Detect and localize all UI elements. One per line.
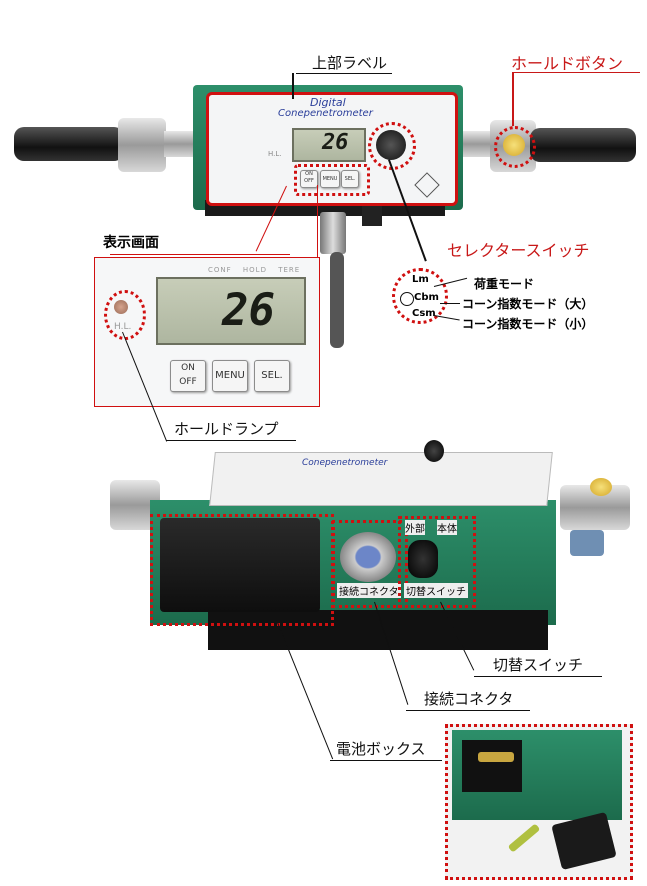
display-title: 表示画面: [103, 235, 159, 251]
selector-diagram-highlight: [392, 268, 448, 324]
inset-battery: [478, 752, 514, 762]
top-lcd: [292, 128, 366, 162]
callout-hold-button-arrow: [512, 72, 514, 126]
display-zoom-line-c: [317, 185, 318, 260]
mode-desc-cbm: コーン指数モード（大）: [462, 297, 594, 311]
tab-tere: TERE: [278, 266, 301, 274]
cable-plug: [362, 206, 382, 226]
callout-top-label: 上部ラベル: [312, 54, 388, 72]
zoom-menu-button[interactable]: MENU: [212, 360, 248, 392]
switch-label: 切替スイッチ: [404, 583, 468, 598]
lower-top-knob[interactable]: [424, 440, 444, 462]
top-sel-button[interactable]: SEL.: [341, 170, 359, 188]
callout-connector: 接続コネクタ: [424, 690, 514, 708]
callout-switch: 切替スイッチ: [493, 656, 584, 674]
switch-knob[interactable]: [408, 540, 438, 578]
cable-connector: [320, 212, 346, 254]
callout-hold-lamp: ホールドランプ: [174, 420, 279, 438]
brand-line2: Conepenetrometer: [278, 108, 373, 119]
top-lcd-value: 26: [322, 130, 349, 155]
mode-code-lm: Lm: [412, 274, 429, 285]
tab-conf: CONF: [208, 266, 232, 274]
hold-button-highlight: [494, 126, 536, 168]
display-zoom-line-a: [110, 254, 290, 255]
mode-code-csm: Csm: [412, 308, 436, 319]
callout-switch-line: [474, 676, 602, 677]
zoom-sel-button[interactable]: SEL.: [254, 360, 290, 392]
buttons-highlight: [294, 164, 370, 196]
selector-highlight: [368, 122, 416, 170]
inset-compartment: [462, 740, 522, 792]
display-tabs: CONF HOLD TERE: [208, 266, 300, 274]
switch-right-text: 本体: [437, 520, 457, 535]
left-shaft: [164, 131, 196, 157]
connector-highlight: [332, 520, 408, 608]
connector-label: 接続コネクタ: [337, 583, 401, 598]
right-handle: [530, 128, 636, 162]
left-coupling: [118, 118, 166, 172]
selector-circle: [400, 292, 414, 306]
zoom-lcd: [156, 277, 306, 345]
tab-hold: HOLD: [242, 266, 267, 274]
zoom-lcd-value: 26: [222, 285, 275, 336]
callout-selector: セレクタースイッチ: [447, 241, 590, 260]
mode-desc-lm: 荷重モード: [474, 277, 535, 291]
switch-left-text: 外部: [405, 520, 425, 535]
switch-highlight: [398, 516, 476, 608]
top-menu-button[interactable]: MENU: [320, 170, 340, 188]
callout-top-label-arrow: [292, 73, 294, 99]
hold-lamp-highlight: [104, 290, 146, 340]
brand-line1: Digital: [310, 96, 346, 109]
lower-title: Conepenetrometer: [302, 458, 388, 468]
mode-code-cbm: Cbm: [414, 292, 439, 303]
callout-hold-button-line: [512, 72, 640, 73]
cable: [330, 252, 344, 348]
mode-line-cbm: [440, 303, 460, 304]
callout-connector-line: [406, 710, 530, 711]
top-hl-text: H.L.: [268, 150, 282, 158]
callout-hold-lamp-line: [166, 440, 296, 441]
battery-box-highlight: [150, 514, 334, 626]
zoom-hl-text: H.L.: [114, 322, 132, 332]
battery-box[interactable]: [160, 518, 320, 612]
callout-top-label-line: [296, 73, 392, 74]
left-handle: [14, 127, 124, 161]
callout-battery-line: [330, 760, 442, 761]
mode-line-csm: [433, 315, 460, 321]
lower-blue-cap: [570, 530, 604, 556]
connector-socket: [340, 532, 396, 582]
lower-yellow-button[interactable]: [590, 478, 612, 496]
callout-battery: 電池ボックス: [336, 740, 426, 758]
mode-desc-csm: コーン指数モード（小）: [462, 317, 594, 331]
callout-hold-button: ホールドボタン: [511, 54, 624, 73]
